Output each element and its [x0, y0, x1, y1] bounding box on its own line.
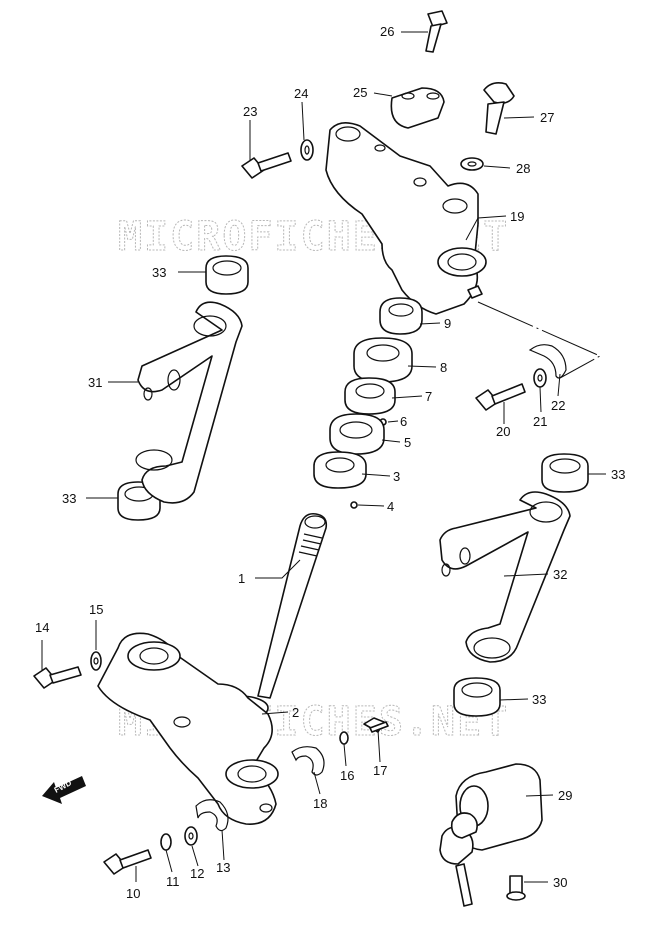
grommet-33-d — [453, 677, 501, 717]
callout-10: 10 — [126, 886, 140, 901]
callout-33-a: 33 — [152, 265, 166, 280]
callout-33-d: 33 — [532, 692, 546, 707]
callout-22: 22 — [551, 398, 565, 413]
bracket-31 — [135, 301, 243, 504]
callout-3: 3 — [393, 469, 400, 484]
ignition-switch-29 — [439, 763, 543, 907]
washer-16 — [339, 731, 349, 745]
steering-stem-1 — [257, 512, 328, 699]
callout-19: 19 — [510, 209, 524, 224]
callout-11: 11 — [166, 874, 180, 889]
callout-28: 28 — [516, 161, 530, 176]
callout-24: 24 — [294, 86, 308, 101]
callout-1: 1 — [238, 571, 245, 586]
callout-17: 17 — [373, 763, 387, 778]
bolt-14 — [33, 666, 82, 689]
lower-bracket — [97, 632, 279, 825]
clamp-22 — [528, 344, 567, 379]
washer-11 — [160, 833, 172, 851]
callout-27: 27 — [540, 110, 554, 125]
callout-7: 7 — [425, 389, 432, 404]
bolt-26 — [425, 10, 448, 53]
callout-4: 4 — [387, 499, 394, 514]
bearing-cover-8 — [353, 337, 413, 383]
bolt-23 — [241, 152, 292, 179]
grommet-33-a — [205, 255, 249, 295]
race-7 — [344, 377, 396, 415]
callout-32: 32 — [553, 567, 567, 582]
clamp-18 — [291, 746, 325, 776]
callout-29: 29 — [558, 788, 572, 803]
callout-14: 14 — [35, 620, 49, 635]
washer-12 — [184, 826, 198, 846]
callout-23: 23 — [243, 104, 257, 119]
washer-15 — [90, 651, 102, 671]
steering-nut-9 — [379, 297, 423, 335]
bolt-20 — [475, 383, 526, 411]
callout-16: 16 — [340, 768, 354, 783]
bracket-32 — [439, 491, 571, 663]
screw-30 — [506, 875, 526, 901]
callout-2: 2 — [292, 705, 299, 720]
callout-30: 30 — [553, 875, 567, 890]
callout-18: 18 — [313, 796, 327, 811]
callout-33-c: 33 — [611, 467, 625, 482]
callout-25: 25 — [353, 85, 367, 100]
callout-labels: 1 2 3 4 5 6 7 8 9 10 11 12 13 14 15 16 1… — [35, 24, 625, 901]
callout-26: 26 — [380, 24, 394, 39]
ball-4 — [350, 501, 358, 509]
washer-24 — [300, 139, 314, 161]
bolt-27 — [483, 82, 515, 135]
clamp-13 — [195, 799, 229, 832]
callout-21: 21 — [533, 414, 547, 429]
callout-12: 12 — [190, 866, 204, 881]
grommet-33-c — [541, 453, 589, 493]
callout-20: 20 — [496, 424, 510, 439]
callout-6: 6 — [400, 414, 407, 429]
screw-17 — [363, 717, 389, 733]
leader-lines — [41, 31, 606, 883]
callout-15: 15 — [89, 602, 103, 617]
race-3 — [313, 451, 367, 489]
forward-direction-arrow: FWD — [42, 776, 86, 804]
washer-21 — [533, 368, 547, 388]
callout-5: 5 — [404, 435, 411, 450]
handlebar-clamp-25 — [390, 87, 445, 129]
callout-9: 9 — [444, 316, 451, 331]
washer-28 — [460, 157, 484, 171]
callout-8: 8 — [440, 360, 447, 375]
upper-bracket-19 — [325, 122, 487, 315]
callout-33-b: 33 — [62, 491, 76, 506]
bearing-5 — [329, 413, 385, 455]
callout-31: 31 — [88, 375, 102, 390]
bolt-10 — [103, 849, 152, 875]
callout-13: 13 — [216, 860, 230, 875]
reference-line — [477, 301, 602, 379]
